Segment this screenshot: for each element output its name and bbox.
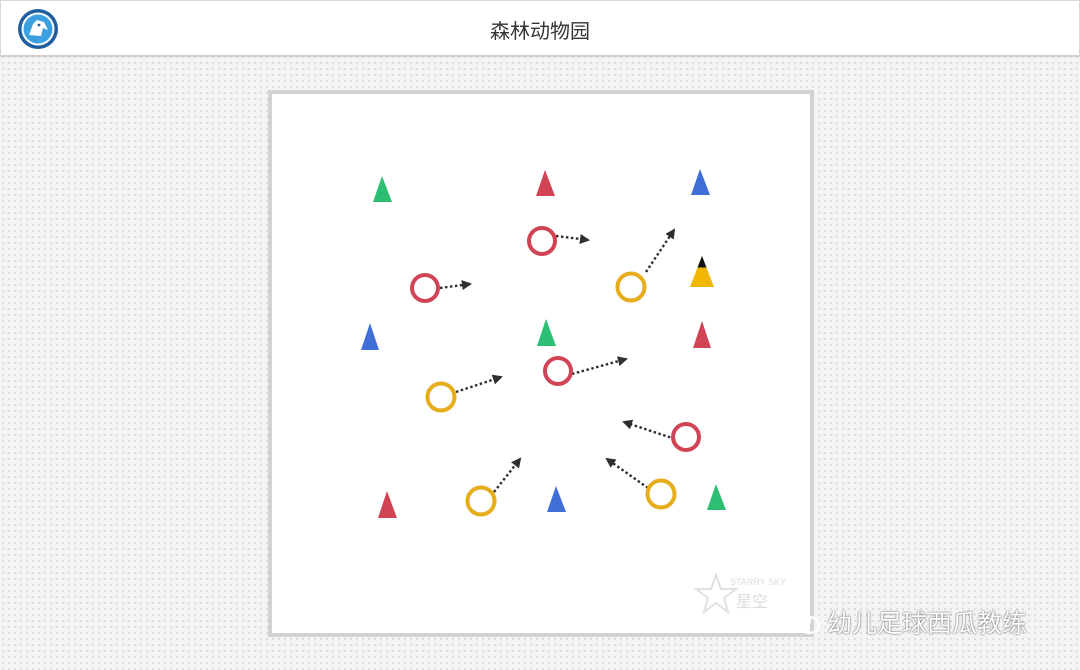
- yellow-player: [465, 485, 497, 517]
- blue-cone: [361, 323, 379, 350]
- wechat-account-name: 幼儿足球西瓜教练: [827, 609, 1028, 638]
- starry-sky-watermark: STARRY SKY 星空: [693, 572, 786, 615]
- wechat-icon: [784, 609, 821, 635]
- red-player: [410, 273, 440, 303]
- blue-cone: [547, 486, 566, 512]
- yellow-black-cone: [690, 256, 714, 287]
- red-player: [543, 356, 573, 386]
- blue-cone: [691, 169, 710, 195]
- movement-arrow: [555, 233, 591, 245]
- green-cone: [537, 319, 556, 346]
- yellow-player: [425, 381, 457, 413]
- movement-arrow: [622, 419, 676, 441]
- players: [410, 226, 701, 517]
- green-cone: [373, 176, 392, 202]
- red-cone: [536, 170, 555, 196]
- watermark-en: STARRY SKY: [730, 577, 786, 587]
- yellow-player: [615, 271, 647, 303]
- green-cone: [707, 484, 726, 510]
- movement-arrow: [605, 457, 649, 489]
- yellow-player: [645, 478, 677, 510]
- movement-arrow: [439, 280, 472, 291]
- page-title: 森林动物园: [490, 19, 590, 43]
- movement-arrow: [455, 374, 503, 394]
- wechat-account-watermark: 幼儿足球西瓜教练: [783, 604, 1027, 640]
- watermark-cn: 星空: [736, 592, 768, 611]
- movement-arrows: [439, 228, 676, 493]
- red-player: [527, 226, 557, 256]
- star-icon: [693, 572, 739, 615]
- movement-arrow: [493, 457, 522, 493]
- red-cone: [693, 321, 711, 348]
- movement-arrow: [571, 356, 628, 376]
- red-player: [671, 422, 701, 452]
- cones: [361, 169, 726, 518]
- club-logo-icon: [18, 9, 58, 49]
- red-cone: [378, 491, 397, 518]
- training-field: [268, 90, 814, 637]
- header-bar: 森林动物园: [0, 0, 1080, 57]
- movement-arrow: [645, 228, 676, 273]
